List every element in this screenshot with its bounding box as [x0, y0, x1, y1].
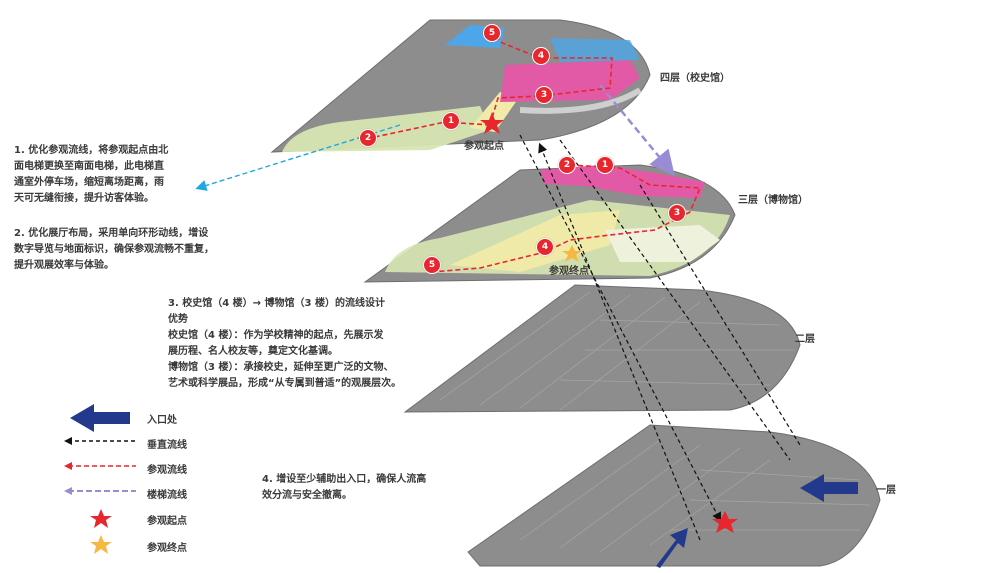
marker-f3-2: 2 [558, 156, 576, 174]
marker-f4-4: 4 [532, 47, 550, 65]
legend-end: 参观终点 [62, 536, 222, 556]
marker-f3-5: 5 [423, 256, 441, 274]
marker-f4-2: 2 [359, 129, 377, 147]
legend-vertical-label: 垂直流线 [147, 440, 187, 451]
legend-entrance: 入口处 [62, 408, 222, 428]
legend-end-label: 参观终点 [147, 543, 187, 554]
marker-f3-3: 3 [668, 204, 686, 222]
legend-vertical: 垂直流线 [62, 433, 222, 453]
legend-symbols [64, 404, 136, 554]
marker-f3-4: 4 [536, 238, 554, 256]
floor-4-label: 四层（校史馆） [660, 73, 730, 84]
note-2: 2. 优化展厅布局，采用单向环形动线，增设 数字导览与地面标识，确保参观流畅不重… [14, 228, 214, 271]
floor-1-plan [467, 424, 881, 567]
marker-f3-1: 1 [596, 156, 614, 174]
floor-2-plan [403, 284, 801, 413]
floor-4-plan [270, 19, 651, 153]
legend-start: 参观起点 [62, 509, 222, 529]
legend-entrance-label: 入口处 [147, 415, 177, 426]
legend-entrance-arrow [70, 404, 130, 432]
end-point-callout: 参观终点 [549, 266, 589, 277]
end-star-floor3 [562, 245, 582, 262]
floor-2-label: 二层 [795, 334, 815, 345]
floor-1-label: 一层 [876, 485, 896, 496]
legend-start-star [90, 509, 112, 528]
legend-visit-label: 参观流线 [147, 465, 187, 476]
legend-stair-label: 楼梯流线 [147, 490, 187, 501]
start-star-floor4 [480, 112, 504, 134]
stair-flow-line [599, 84, 675, 176]
note-1: 1. 优化参观流线，将参观起点由北 面电梯更换至南面电梯，此电梯直 通室外停车场… [14, 145, 169, 204]
marker-f4-1: 1 [442, 112, 460, 130]
legend-end-star [90, 535, 112, 554]
marker-f4-3: 3 [535, 86, 553, 104]
entrance-arrow-south [656, 528, 688, 568]
note-3: 3. 校史馆（4 楼）→ 博物馆（3 楼）的流线设计 优势 校史馆（4 楼）：作… [168, 298, 402, 389]
start-star-floor1 [712, 511, 738, 533]
legend-visit: 参观流线 [62, 458, 222, 478]
vertical-flow-lines [519, 134, 801, 541]
floor-3-label: 三层（博物馆） [738, 195, 808, 206]
entrance-arrow-east [800, 474, 858, 502]
start-point-callout: 参观起点 [464, 141, 504, 152]
note-4: 4. 增设至少辅助出入口，确保人流高 效分流与安全撤离。 [262, 474, 427, 501]
legend-stair: 楼梯流线 [62, 483, 222, 503]
legend-start-label: 参观起点 [147, 516, 187, 527]
marker-f4-5: 5 [483, 24, 501, 42]
